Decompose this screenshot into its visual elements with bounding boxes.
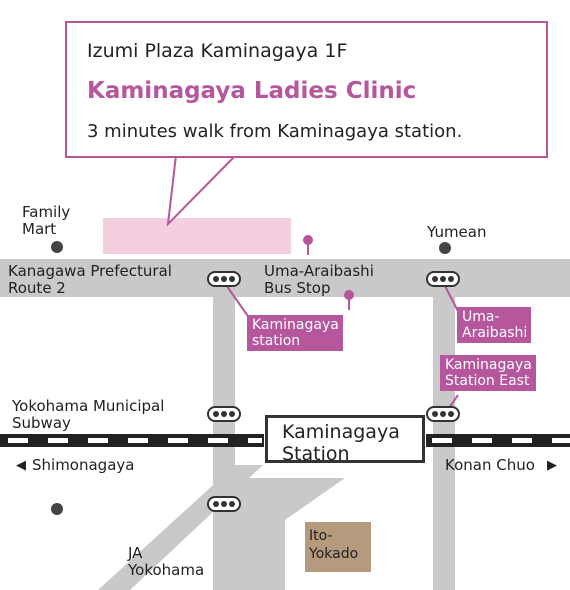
uma-araibashi-tag: Uma- Araibashi bbox=[457, 307, 532, 343]
side-road-corner bbox=[285, 478, 345, 520]
bus-stop-pin-south-icon bbox=[344, 290, 354, 310]
subway-label: Yokohama Municipal Subway bbox=[12, 397, 165, 432]
bus-stop-icon bbox=[207, 496, 241, 512]
ito-yokado-block: Ito- Yokado bbox=[305, 522, 371, 572]
shimonagaya-label: Shimonagaya bbox=[32, 456, 135, 474]
family-mart-label: Family Mart bbox=[22, 203, 71, 238]
ja-yokohama-label: JA Yokohama bbox=[128, 544, 205, 579]
bus-stop-icon bbox=[426, 271, 460, 287]
route2-road bbox=[0, 259, 570, 297]
clinic-location-block bbox=[103, 218, 291, 254]
bus-stop-label: Uma-Araibashi Bus Stop bbox=[264, 262, 374, 297]
kaminagaya-bus-stop-tag: Kaminagaya station bbox=[247, 315, 343, 351]
right-arrow-icon: ▶ bbox=[547, 458, 557, 473]
callout-pointer bbox=[166, 154, 239, 227]
callout-walk-time: 3 minutes walk from Kaminagaya station. bbox=[87, 121, 463, 142]
side-road-block bbox=[235, 478, 285, 590]
bus-stop-icon bbox=[207, 271, 241, 287]
bus-stop-icon bbox=[426, 406, 460, 422]
kaminagaya-station-box: Kaminagaya Station bbox=[265, 415, 425, 465]
station-east-tag: Kaminagaya Station East bbox=[440, 355, 536, 391]
bus-stop-pin-north-icon bbox=[303, 235, 313, 255]
callout-clinic-name: Kaminagaya Ladies Clinic bbox=[87, 78, 417, 104]
family-mart-dot-icon bbox=[51, 241, 63, 253]
clinic-callout: Izumi Plaza Kaminagaya 1F Kaminagaya Lad… bbox=[65, 21, 548, 158]
yumean-dot-icon bbox=[439, 242, 451, 254]
bus-stop-icon bbox=[207, 406, 241, 422]
konan-chuo-label: Konan Chuo bbox=[445, 456, 535, 474]
yumean-label: Yumean bbox=[427, 223, 487, 241]
subway-dashes bbox=[8, 438, 570, 443]
left-arrow-icon: ◀ bbox=[16, 458, 26, 473]
ja-yokohama-dot-icon bbox=[51, 503, 63, 515]
route2-label: Kanagawa Prefectural Route 2 bbox=[8, 262, 172, 297]
callout-floor: Izumi Plaza Kaminagaya 1F bbox=[87, 40, 348, 62]
